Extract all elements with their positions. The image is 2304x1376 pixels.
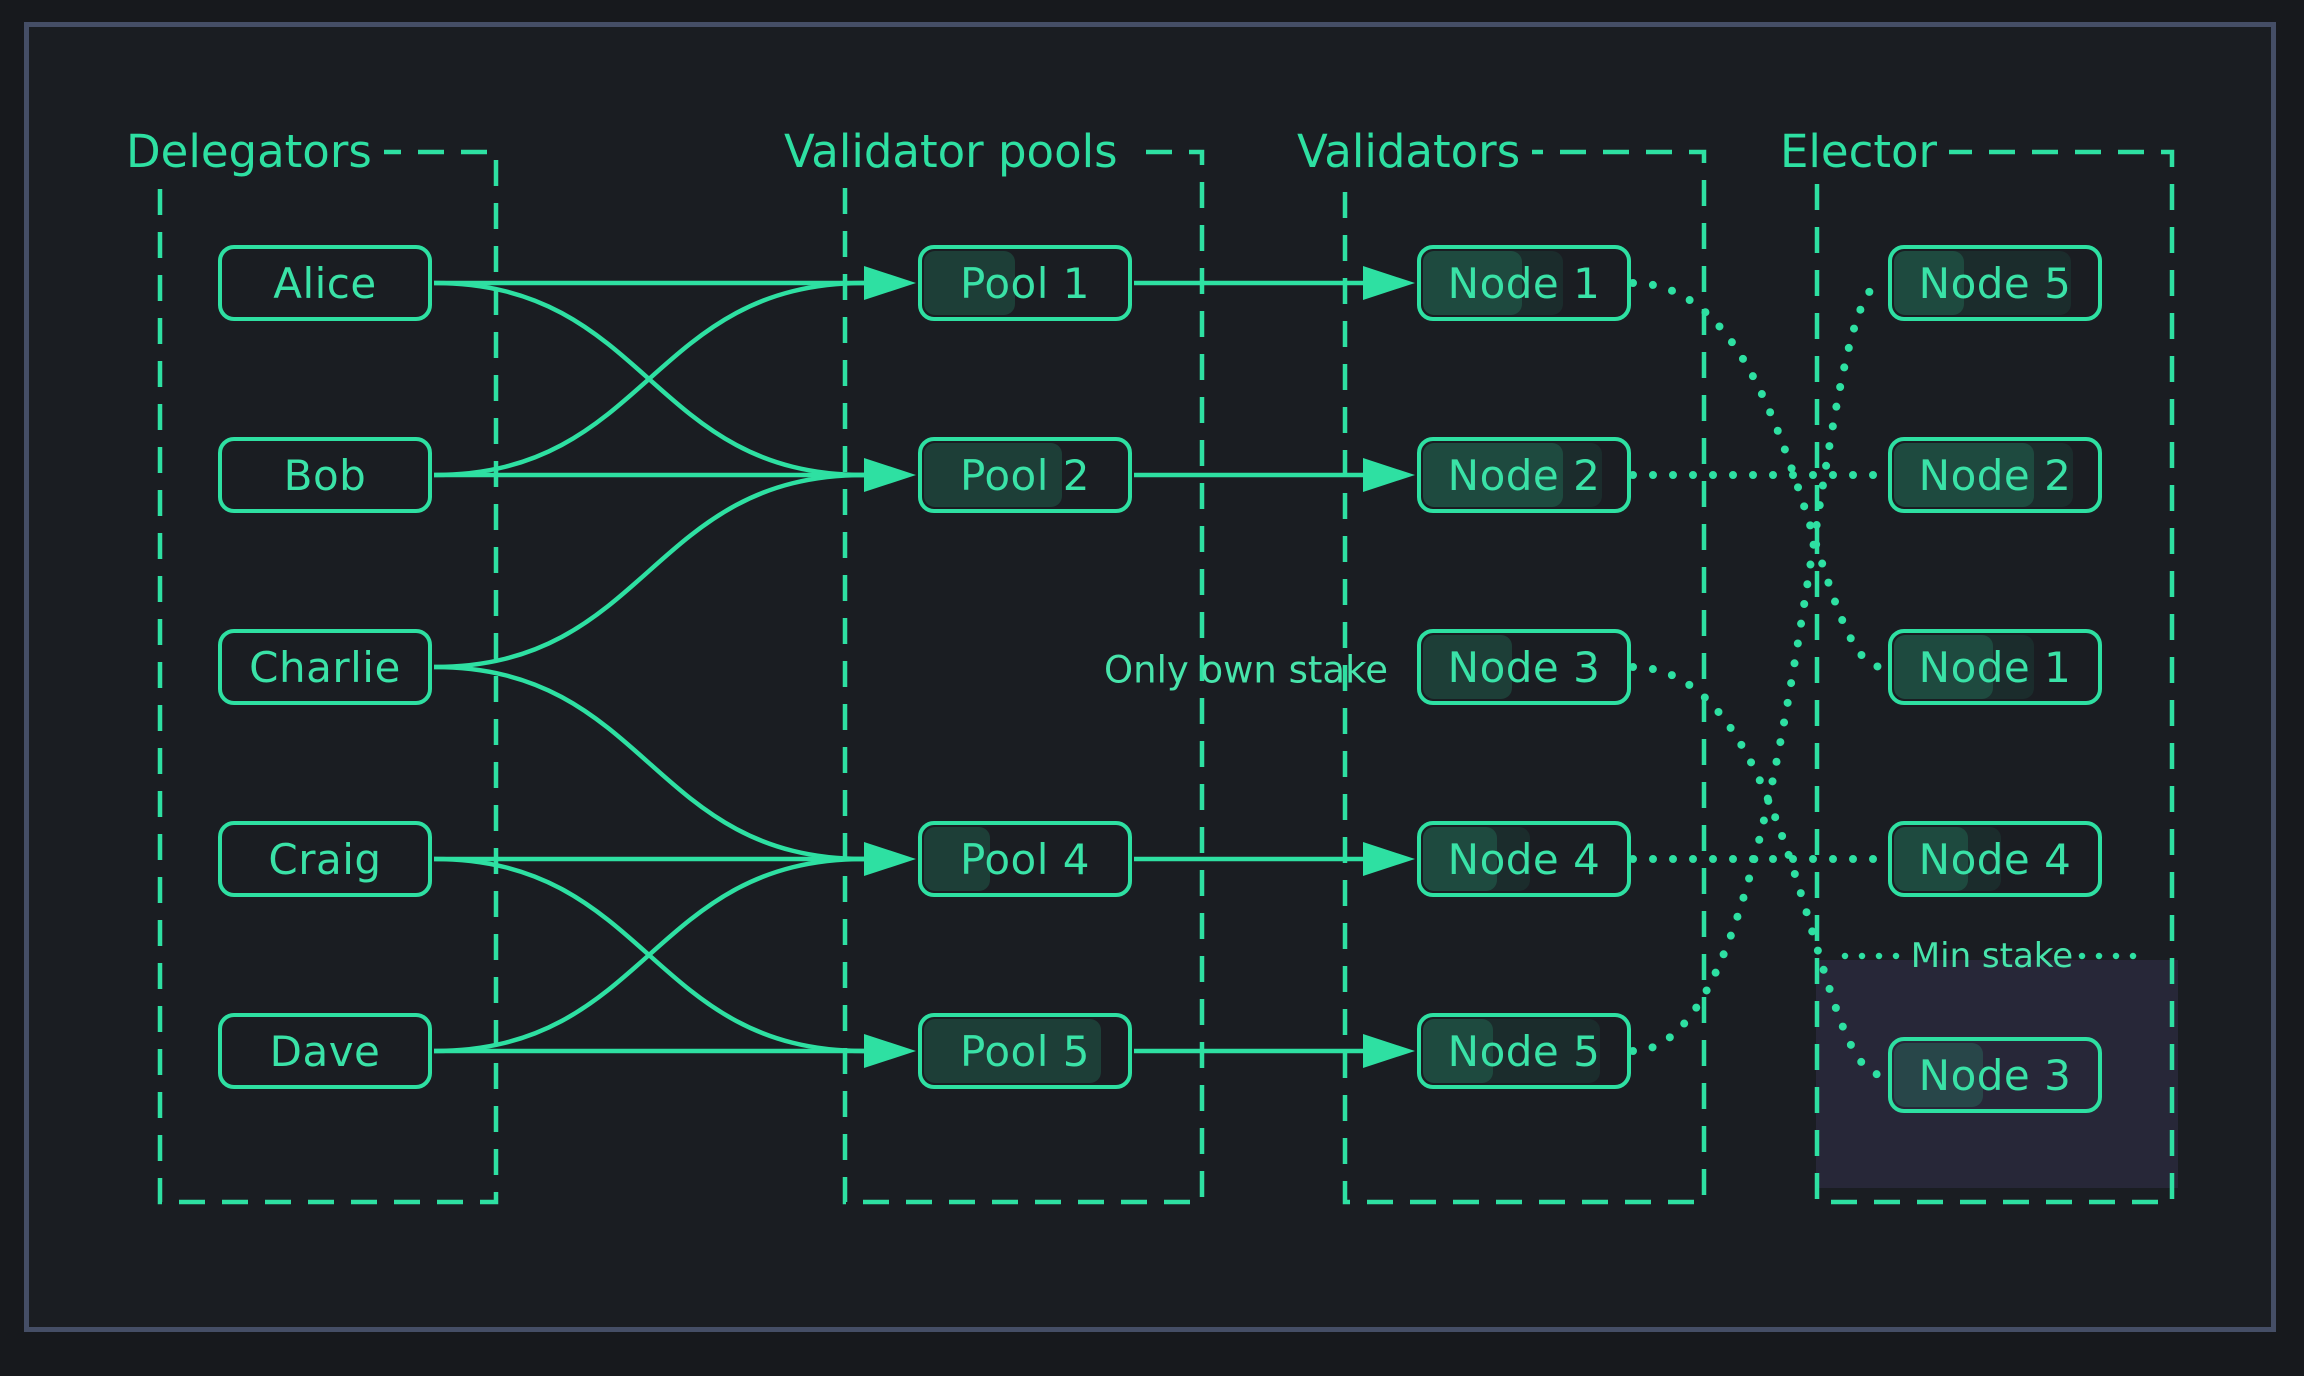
- box-pool2: Pool 2: [918, 437, 1132, 513]
- box-label-bob: Bob: [283, 450, 367, 500]
- connection-dave-pool4: [433, 856, 865, 1054]
- box-e-node4: Node 4: [1888, 821, 2102, 897]
- box-pool1: Pool 1: [918, 245, 1132, 321]
- box-dave: Dave: [218, 1013, 432, 1089]
- canvas-frame: [24, 22, 2276, 1332]
- box-label-v-node3: Node 3: [1447, 642, 1601, 692]
- column-outline-elector: [1814, 149, 2175, 1205]
- connection-v-node3-e-node3: [1629, 663, 1886, 1079]
- total-stake-fill: [1894, 443, 2073, 507]
- box-bob: Bob: [218, 437, 432, 513]
- box-craig: Craig: [218, 821, 432, 897]
- box-label-e-node3: Node 3: [1918, 1050, 2072, 1100]
- box-v-node4: Node 4: [1417, 821, 1631, 897]
- column-title-elector: Elector: [1768, 120, 1950, 184]
- box-e-node2: Node 2: [1888, 437, 2102, 513]
- connection-charlie-pool2: [433, 472, 865, 670]
- arrowhead-pool5: [864, 1034, 916, 1068]
- total-stake-fill: [924, 443, 1062, 507]
- box-label-pool2: Pool 2: [960, 450, 1090, 500]
- box-alice: Alice: [218, 245, 432, 321]
- box-label-e-node4: Node 4: [1918, 834, 2072, 884]
- total-stake-fill: [924, 1019, 1101, 1083]
- only-own-stake-label: Only own stake: [1104, 648, 1388, 692]
- box-label-craig: Craig: [268, 834, 382, 884]
- total-stake-fill: [1894, 251, 2071, 315]
- box-label-v-node5: Node 5: [1447, 1026, 1601, 1076]
- column-title-pools: Validator pools: [772, 120, 1130, 184]
- box-label-charlie: Charlie: [249, 642, 401, 692]
- connection-bob-pool1: [433, 280, 865, 478]
- total-stake-fill: [1423, 827, 1530, 891]
- connection-charlie-pool4: [433, 664, 865, 862]
- total-stake-fill: [924, 251, 1015, 315]
- total-stake-fill: [1894, 827, 2001, 891]
- box-label-v-node4: Node 4: [1447, 834, 1601, 884]
- total-stake-fill: [1894, 635, 2034, 699]
- own-stake-fill: [1423, 1019, 1493, 1083]
- own-stake-fill: [1894, 1043, 1983, 1107]
- own-stake-fill: [1423, 635, 1512, 699]
- column-title-delegators: Delegators: [114, 120, 384, 184]
- arrowhead-v-node1: [1363, 266, 1415, 300]
- own-stake-fill: [1894, 827, 1968, 891]
- box-label-pool4: Pool 4: [960, 834, 1090, 884]
- box-label-e-node2: Node 2: [1918, 450, 2072, 500]
- box-label-pool5: Pool 5: [960, 1026, 1090, 1076]
- arrowhead-v-node2: [1363, 458, 1415, 492]
- box-e-node1: Node 1: [1888, 629, 2102, 705]
- total-stake-fill: [1423, 251, 1563, 315]
- column-outline-delegators: [157, 149, 499, 1205]
- own-stake-fill: [1423, 443, 1563, 507]
- own-stake-fill: [1894, 251, 1964, 315]
- box-label-e-node5: Node 5: [1918, 258, 2072, 308]
- box-e-node5: Node 5: [1888, 245, 2102, 321]
- own-stake-fill: [1894, 443, 2034, 507]
- own-stake-fill: [1423, 827, 1497, 891]
- box-label-alice: Alice: [273, 258, 377, 308]
- arrowhead-v-node4: [1363, 842, 1415, 876]
- total-stake-fill: [1423, 443, 1602, 507]
- total-stake-fill: [924, 827, 990, 891]
- arrowhead-pool2: [864, 458, 916, 492]
- connection-v-node5-e-node5: [1629, 279, 1886, 1055]
- box-label-pool1: Pool 1: [960, 258, 1090, 308]
- arrowhead-pool4: [864, 842, 916, 876]
- box-label-v-node2: Node 2: [1447, 450, 1601, 500]
- own-stake-fill: [1423, 251, 1522, 315]
- box-v-node5: Node 5: [1417, 1013, 1631, 1089]
- box-v-node2: Node 2: [1417, 437, 1631, 513]
- box-pool4: Pool 4: [918, 821, 1132, 897]
- own-stake-fill: [1894, 635, 1993, 699]
- box-v-node1: Node 1: [1417, 245, 1631, 321]
- box-label-e-node1: Node 1: [1918, 642, 2072, 692]
- box-pool5: Pool 5: [918, 1013, 1132, 1089]
- box-label-v-node1: Node 1: [1447, 258, 1601, 308]
- arrowhead-pool1: [864, 266, 916, 300]
- min-stake-label: Min stake: [1910, 936, 2074, 976]
- total-stake-fill: [1423, 1019, 1600, 1083]
- box-e-node3: Node 3: [1888, 1037, 2102, 1113]
- arrowhead-v-node5: [1363, 1034, 1415, 1068]
- column-title-validators: Validators: [1285, 120, 1533, 184]
- box-charlie: Charlie: [218, 629, 432, 705]
- box-label-dave: Dave: [269, 1026, 381, 1076]
- box-v-node3: Node 3: [1417, 629, 1631, 705]
